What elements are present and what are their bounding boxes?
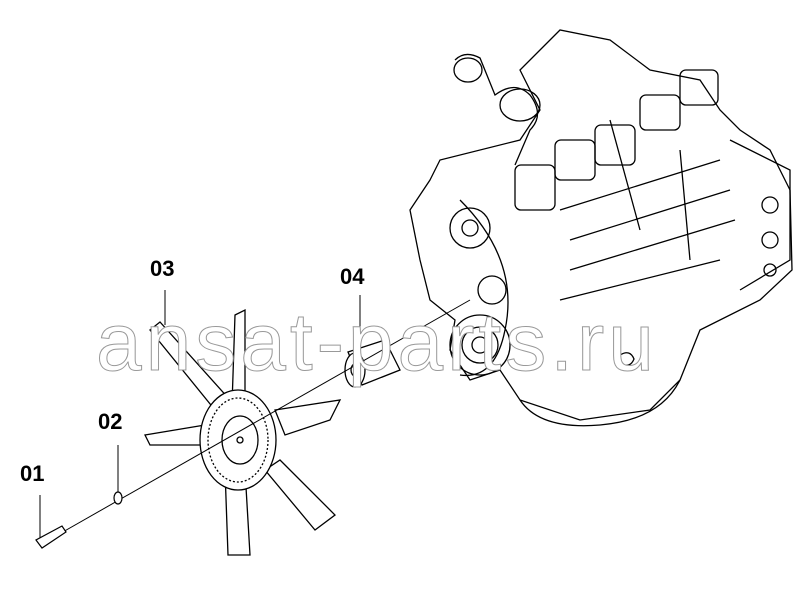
fan-drawing <box>144 308 342 556</box>
callout-02: 02 <box>98 409 123 434</box>
spacer-drawing <box>344 339 401 388</box>
callout-04: 04 <box>340 264 365 289</box>
engine-drawing <box>409 29 793 427</box>
leader-lines <box>39 290 471 546</box>
watermark: ansat-parts.ru <box>96 297 658 388</box>
callout-03: 03 <box>150 256 175 281</box>
bolt-washer-drawing <box>35 491 123 549</box>
callout-01: 01 <box>20 461 45 486</box>
